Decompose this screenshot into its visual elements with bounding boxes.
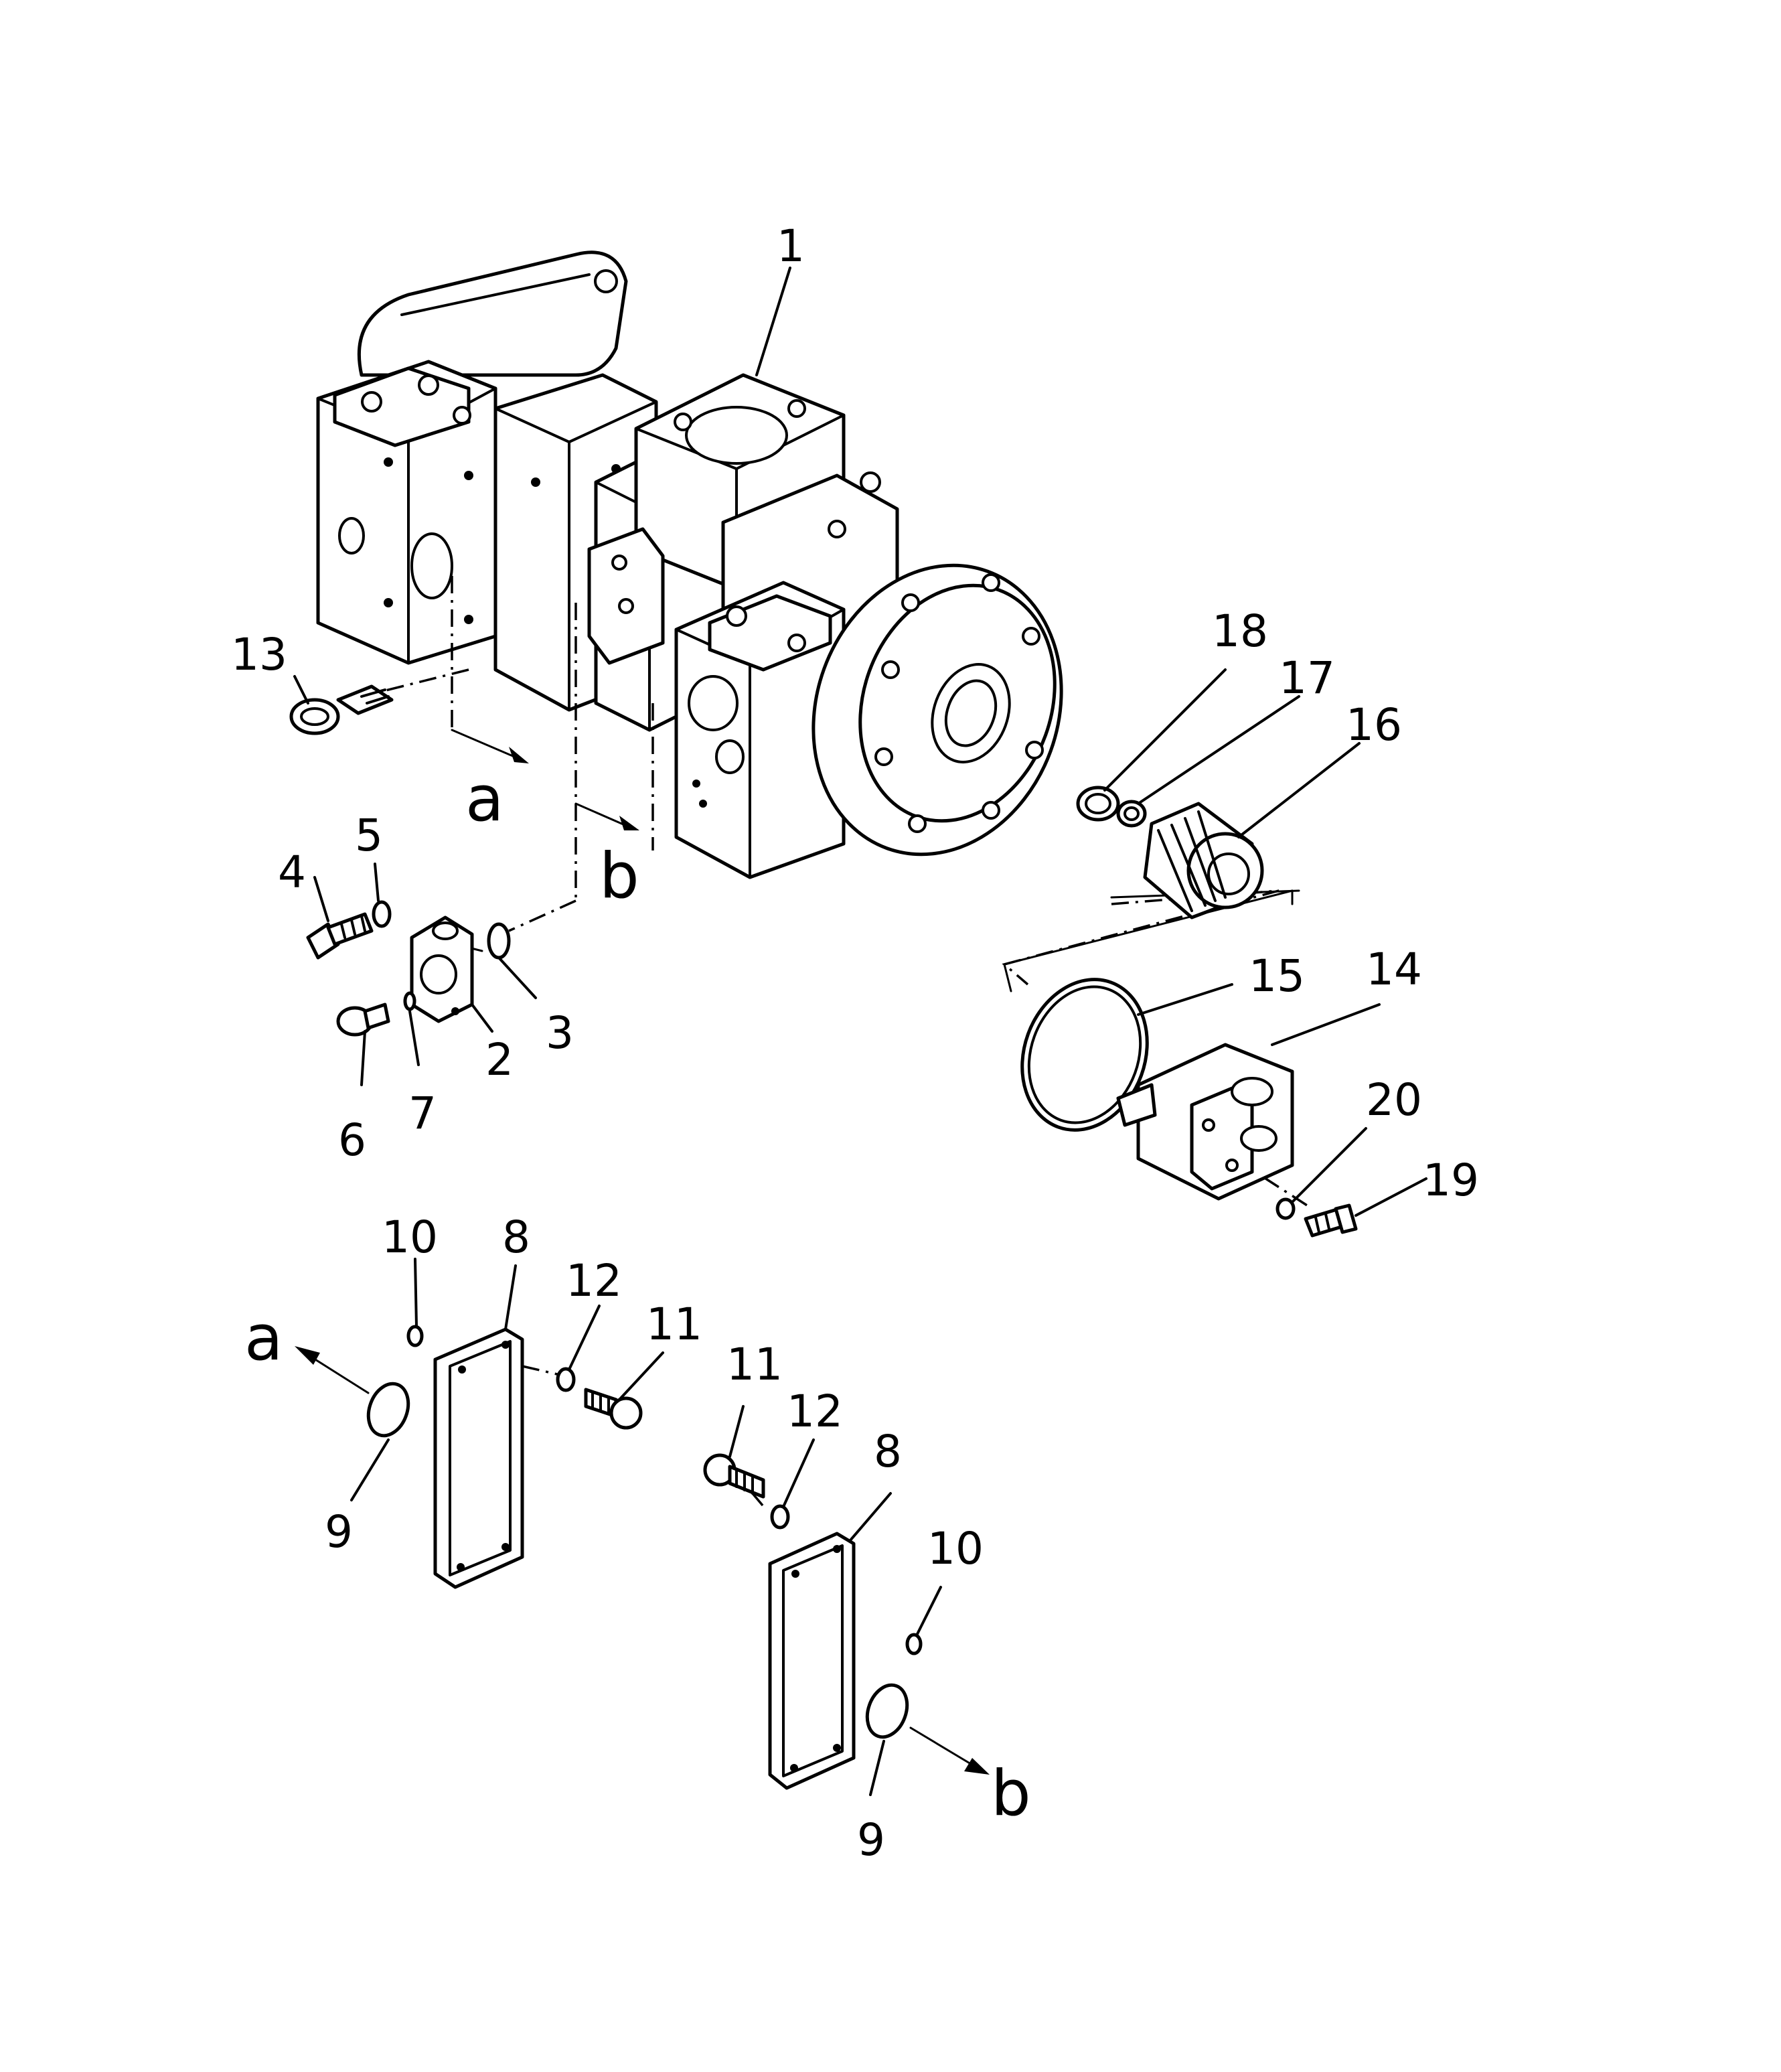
callout-13: 13 [231,629,287,680]
callout-5: 5 [355,810,383,861]
o-ring-9-left [366,1382,410,1438]
callout-12-left: 12 [566,1255,622,1307]
bolt-19 [1304,1203,1358,1238]
plug-6 [336,1003,390,1037]
ref-b-bottom: b [991,1757,1031,1830]
bolt-11-left [584,1388,643,1430]
washer-5 [372,900,392,928]
washer-17 [1116,800,1147,828]
snap-ring-18 [1076,786,1120,822]
callout-12-right: 12 [787,1386,843,1437]
callout-4: 4 [278,846,306,898]
cover-8-left [433,1327,524,1589]
callout-9-left: 9 [325,1506,353,1558]
right-parts [1020,786,1358,1238]
ref-a-top: a [465,763,504,836]
washer-12-left [556,1367,576,1392]
bolt-11-right [703,1453,765,1499]
callout-8-right: 8 [874,1426,902,1477]
small-parts-upper [289,684,511,1037]
callout-10-left: 10 [382,1211,438,1263]
o-ring-10-right [905,1633,923,1655]
ref-a-bottom: a [244,1302,283,1375]
lower-parts [295,1325,990,1790]
pump-assembly [316,250,1063,879]
callout-2: 2 [485,1034,514,1086]
bolt-4 [306,912,374,960]
callout-14: 14 [1366,944,1422,995]
ref-b-top: b [599,840,639,913]
callout-1: 1 [777,220,805,272]
coupling-16 [1143,802,1264,919]
callout-16: 16 [1346,699,1402,751]
callout-11-left: 11 [646,1299,702,1350]
callout-20: 20 [1366,1074,1422,1126]
callout-17: 17 [1279,652,1335,704]
o-ring-7 [403,991,416,1011]
callout-18: 18 [1212,605,1268,657]
o-ring-10-left [406,1325,424,1347]
callout-10-right: 10 [927,1523,984,1574]
gear-pump-14 [1116,1043,1294,1201]
leader-lines [293,267,1427,1796]
o-ring-3 [487,922,511,960]
washer-12-right [770,1504,790,1530]
o-ring-15 [1020,978,1149,1132]
callout-9-right: 9 [857,1814,885,1866]
callout-3: 3 [546,1007,574,1059]
washer-20 [1275,1197,1296,1220]
eyebolt-13 [289,684,394,735]
o-ring-9-right [865,1683,909,1739]
flange-cover-2 [410,915,474,1023]
callout-15: 15 [1249,950,1305,1002]
callout-19: 19 [1423,1155,1479,1206]
callout-6: 6 [338,1114,366,1166]
callouts: 1 2 3 4 5 6 7 8 8 9 9 10 10 11 11 12 12 … [231,220,1479,1866]
callout-11-right: 11 [726,1339,783,1390]
cover-8-right [768,1532,856,1790]
callout-8-left: 8 [502,1211,530,1263]
callout-7: 7 [408,1088,437,1139]
